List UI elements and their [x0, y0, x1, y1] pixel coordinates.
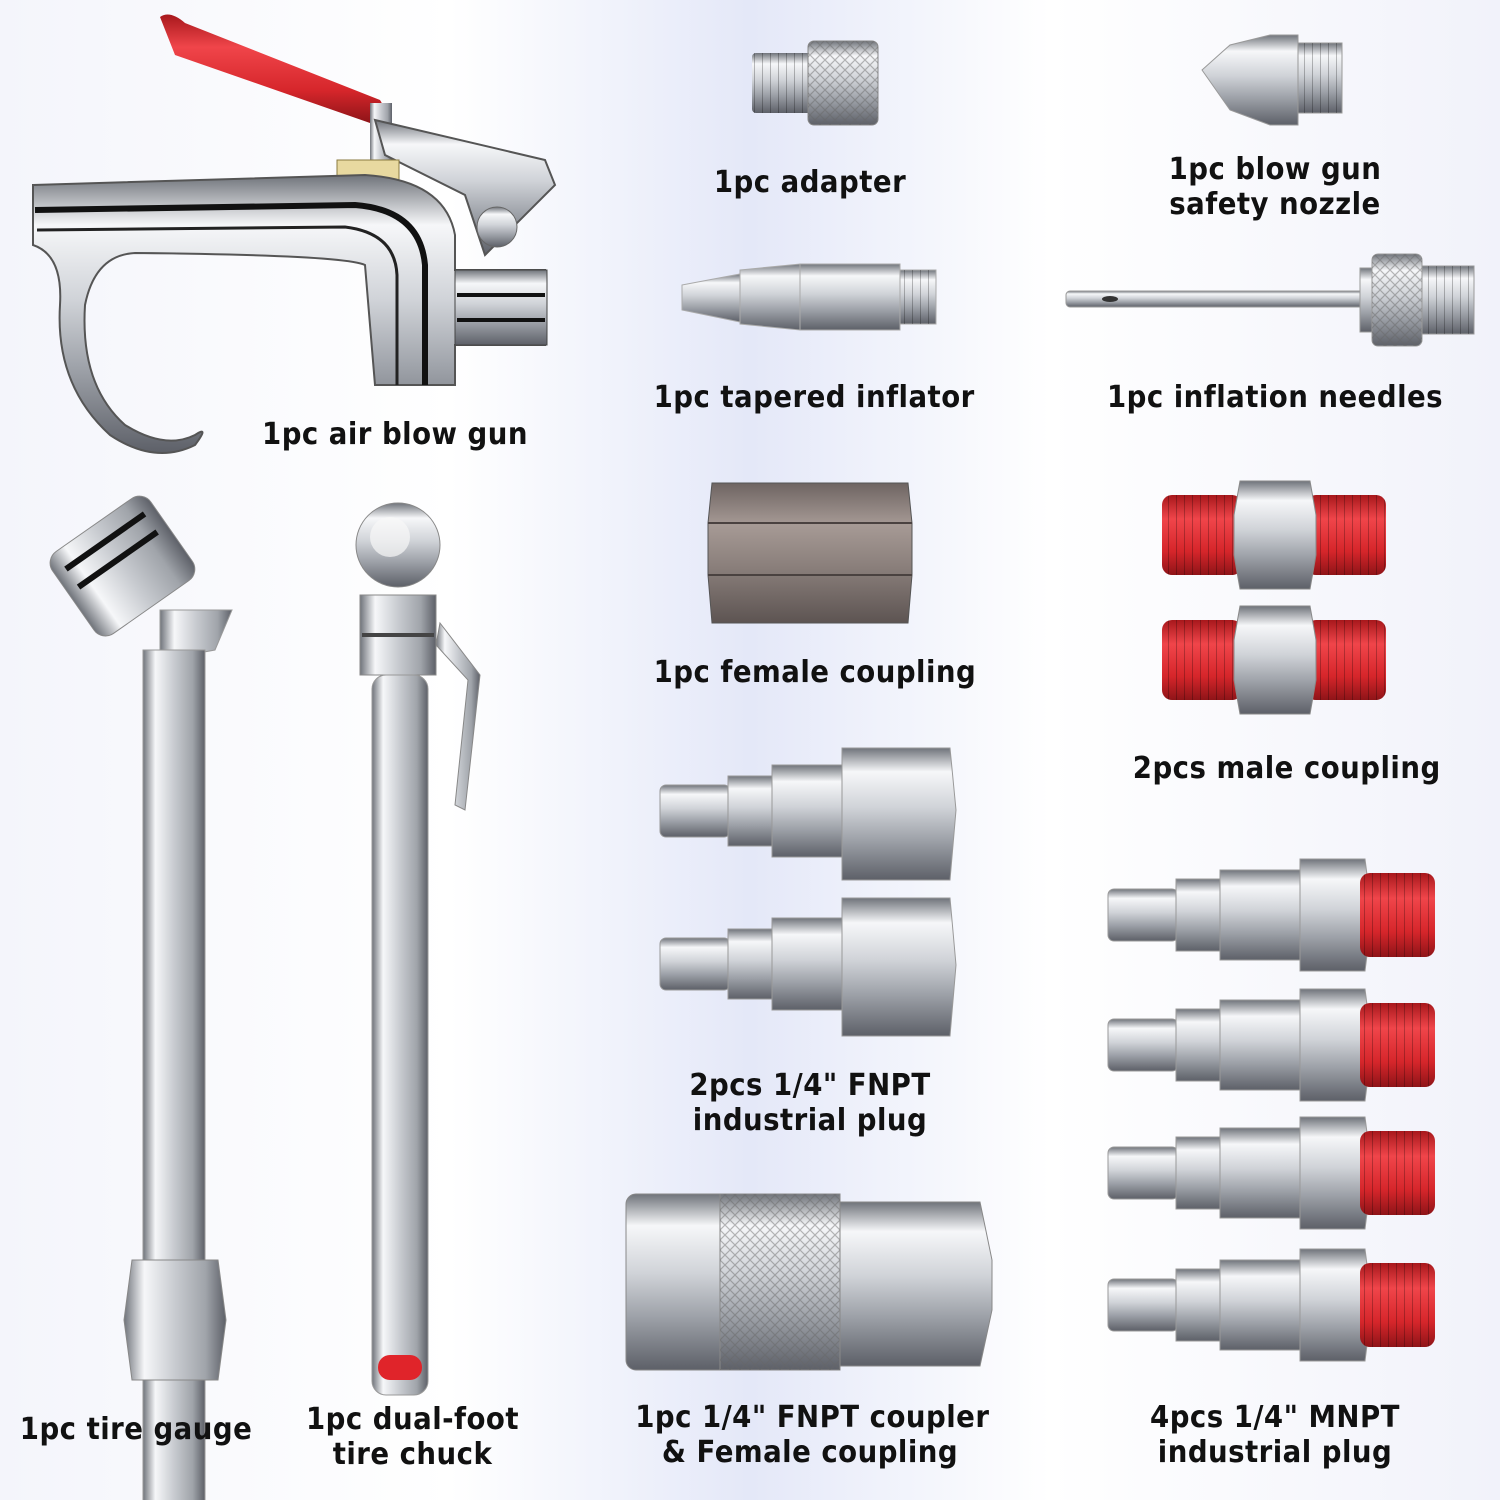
- tire-gauge-item: 1pc tire gauge: [10, 495, 270, 1500]
- fnpt-coupler-image: [625, 1193, 993, 1371]
- fnpt-coupler-item: 1pc 1/4" FNPT coupler & Female coupling: [620, 1190, 993, 1475]
- tapered-inflator-item: 1pc tapered inflator: [640, 260, 980, 425]
- inflation-needles-image: [1065, 253, 1475, 347]
- mnpt-plug-1: [1107, 858, 1435, 972]
- air-blow-gun-label: 1pc air blow gun: [262, 417, 528, 452]
- adapter-image: [752, 40, 879, 126]
- mnpt-plug-2: [1107, 988, 1435, 1102]
- male-coupling-2: [1162, 605, 1386, 715]
- female-coupling-item: 1pc female coupling: [640, 475, 980, 700]
- tire-gauge-image: [49, 495, 233, 1500]
- female-coupling-image: [707, 482, 913, 624]
- dual-foot-tire-chuck-label: 1pc dual-foot tire chuck: [306, 1402, 519, 1472]
- dual-foot-tire-chuck-item: 1pc dual-foot tire chuck: [290, 502, 540, 1475]
- mnpt-industrial-plug-label: 4pcs 1/4" MNPT industrial plug: [1150, 1400, 1400, 1470]
- female-coupling-label: 1pc female coupling: [653, 655, 977, 690]
- blow-gun-safety-nozzle-image: [1201, 34, 1343, 126]
- mnpt-plug-3: [1107, 1116, 1435, 1230]
- male-coupling-label: 2pcs male coupling: [1132, 751, 1441, 786]
- air-blow-gun-item: 1pc air blow gun: [25, 5, 565, 455]
- male-coupling-1: [1162, 480, 1386, 590]
- blow-gun-safety-nozzle-label: 1pc blow gun safety nozzle: [1168, 152, 1382, 222]
- air-blow-gun-image: [32, 14, 557, 454]
- fnpt-plug-2: [659, 897, 957, 1037]
- blow-gun-safety-nozzle-item: 1pc blow gun safety nozzle: [1120, 25, 1430, 225]
- tire-gauge-label: 1pc tire gauge: [19, 1412, 253, 1447]
- mnpt-industrial-plug-item: 4pcs 1/4" MNPT industrial plug: [1100, 855, 1450, 1475]
- male-coupling-item: 2pcs male coupling: [1120, 475, 1440, 795]
- male-coupling-image: [1162, 480, 1386, 715]
- tapered-inflator-image: [681, 263, 937, 331]
- mnpt-industrial-plug-image: [1107, 858, 1435, 1362]
- inflation-needles-label: 1pc inflation needles: [1106, 380, 1444, 415]
- fnpt-industrial-plug-label: 2pcs 1/4" FNPT industrial plug: [689, 1068, 931, 1138]
- fnpt-industrial-plug-item: 2pcs 1/4" FNPT industrial plug: [650, 740, 970, 1140]
- fnpt-coupler-label: 1pc 1/4" FNPT coupler & Female coupling: [635, 1400, 990, 1470]
- adapter-item: 1pc adapter: [650, 35, 970, 215]
- dual-foot-tire-chuck-image: [355, 502, 481, 1396]
- fnpt-plug-1: [659, 747, 957, 881]
- adapter-label: 1pc adapter: [713, 165, 907, 200]
- inflation-needles-item: 1pc inflation needles: [1060, 250, 1490, 425]
- tapered-inflator-label: 1pc tapered inflator: [653, 380, 975, 415]
- mnpt-plug-4: [1107, 1248, 1435, 1362]
- fnpt-industrial-plug-image: [659, 747, 957, 1037]
